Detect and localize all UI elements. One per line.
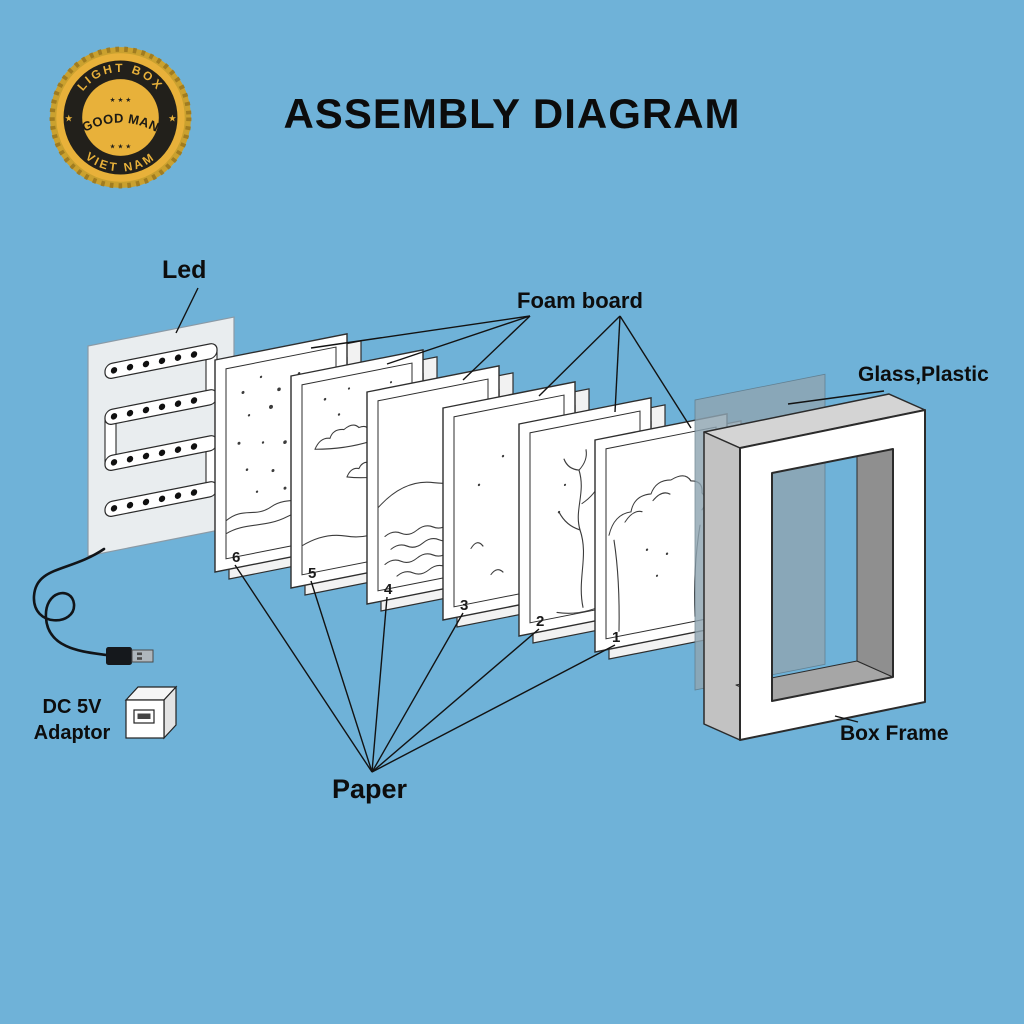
paper-leader-line — [371, 628, 540, 773]
foam-board-leader-line — [619, 315, 692, 429]
box-frame-leader-line — [834, 715, 859, 723]
foam-board-leader-line — [386, 315, 531, 365]
layer-number: 5 — [308, 565, 316, 582]
goodman-logo: LIGHT BOX VIET NAM ★ ★ ★ ★ ★ ★ ★ ★ GOOD … — [49, 46, 192, 189]
page-title: ASSEMBLY DIAGRAM — [283, 90, 741, 137]
leader-lines — [175, 287, 885, 773]
foam-board-leader-line — [538, 315, 621, 397]
paper-leader-line — [371, 644, 616, 773]
box-frame-label: Box Frame — [840, 722, 949, 745]
logo-center — [82, 79, 159, 156]
led-panel — [87, 316, 235, 557]
glass-plastic-label: Glass,Plastic — [858, 363, 989, 386]
led-strip-connectors — [104, 349, 218, 491]
box-frame-left-face — [703, 431, 741, 741]
paper-leader-line — [371, 596, 388, 773]
logo-star-right-icon: ★ — [168, 114, 176, 124]
usb-plug-icon — [106, 647, 154, 665]
foam-board-label: Foam board — [517, 288, 643, 313]
layer-number: 4 — [384, 581, 393, 598]
adaptor-label-line2: Adaptor — [33, 722, 111, 744]
led-leader-line — [175, 287, 199, 334]
paper-leader-line — [310, 580, 373, 773]
adaptor-label: DC 5V Adaptor — [22, 694, 122, 746]
layer-number: 1 — [612, 629, 620, 646]
power-adaptor-icon — [124, 685, 178, 740]
box-frame — [703, 393, 926, 741]
led-label: Led — [162, 256, 207, 284]
foam-board-leader-line — [614, 315, 621, 413]
led-diodes — [110, 351, 198, 512]
layer-number: 6 — [232, 549, 240, 566]
glass-leader-line — [787, 390, 885, 405]
paper-label: Paper — [332, 774, 408, 804]
paper-leader-line — [234, 564, 373, 773]
box-frame-front-face — [739, 409, 926, 741]
logo-stars-top-icon: ★ ★ ★ — [110, 96, 132, 104]
logo-star-left-icon: ★ — [65, 114, 73, 124]
foam-board-leader-line — [310, 315, 531, 349]
box-frame-inner-right-wall — [856, 432, 894, 678]
foam-board-leader-line — [462, 315, 531, 381]
power-wire — [32, 547, 108, 657]
adaptor-label-line1: DC 5V — [42, 696, 102, 718]
paper-layer — [594, 413, 728, 653]
layer-number: 3 — [460, 597, 468, 614]
paper-leader-line — [371, 612, 464, 773]
layer-number: 2 — [536, 613, 544, 630]
logo-stars-bottom-icon: ★ ★ ★ — [110, 143, 132, 151]
